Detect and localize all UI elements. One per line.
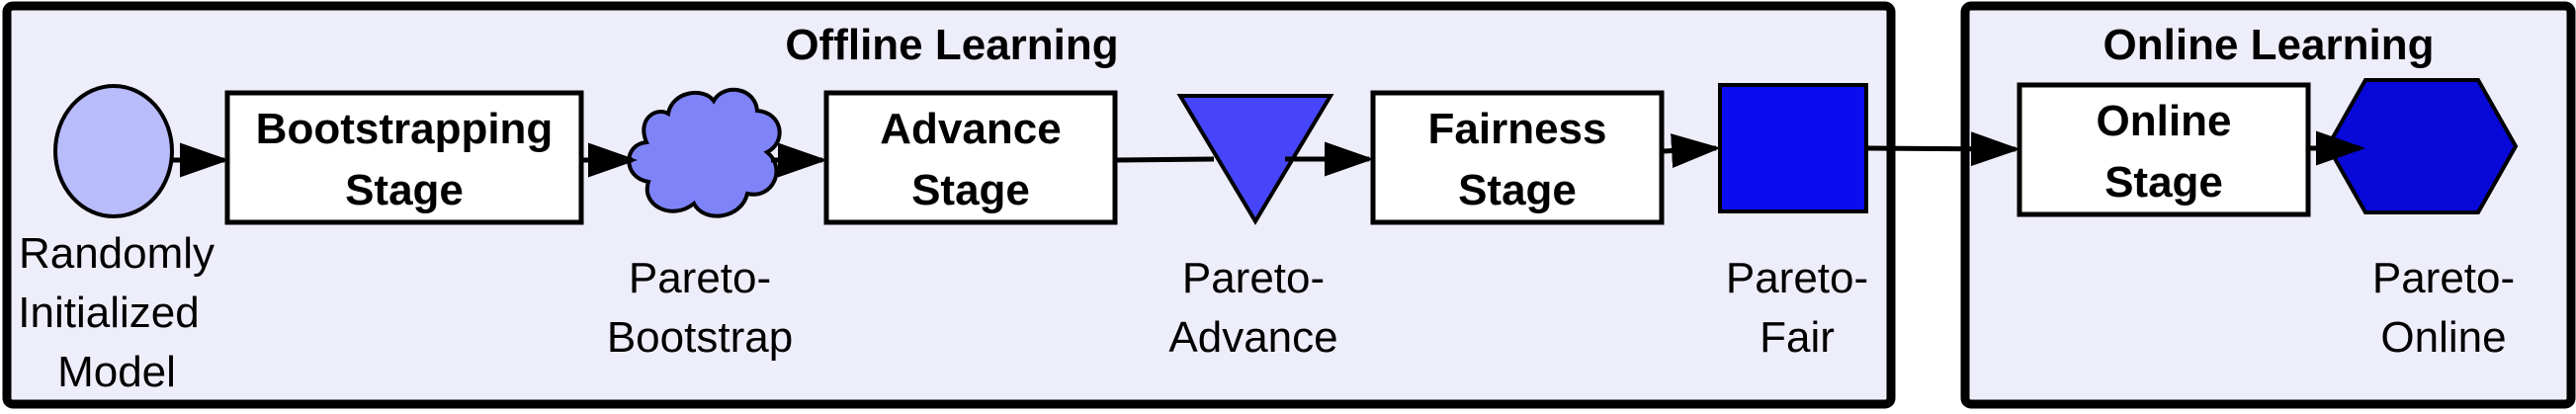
bootstrapping-stage-label-line2: Stage xyxy=(345,166,464,214)
bootstrap-model-caption-line2: Bootstrap xyxy=(607,313,793,362)
bootstrapping-stage-label-line1: Bootstrapping xyxy=(256,105,554,153)
arrow-advance-to-advance-model xyxy=(1116,156,1215,163)
online-learning-title: Online Learning xyxy=(2104,21,2435,69)
bootstrap-model-caption-line1: Pareto- xyxy=(629,254,771,302)
circle-icon xyxy=(53,84,174,218)
arrow-fairness-to-fair-model xyxy=(1663,133,1721,169)
arrow-fair-model-to-online-stage xyxy=(1867,131,2020,167)
initial-model-caption-line3: Model xyxy=(57,348,176,396)
initial-model-caption-line2: Initialized xyxy=(18,289,199,337)
fairness-stage-label-line1: Fairness xyxy=(1428,105,1607,153)
advance-stage-label-line2: Stage xyxy=(911,166,1030,214)
online-model-caption-line2: Online xyxy=(2380,313,2506,362)
bootstrapping-stage-box xyxy=(224,90,584,225)
offline-learning-title: Offline Learning xyxy=(785,21,1118,69)
fairness-stage-label-line2: Stage xyxy=(1458,166,1577,214)
fair-model-caption-line2: Fair xyxy=(1760,313,1835,362)
online-stage-label-line1: Online xyxy=(2097,97,2232,145)
online-model-caption-line1: Pareto- xyxy=(2372,254,2515,302)
online-stage-label-line2: Stage xyxy=(2104,158,2223,207)
advance-stage-label-line1: Advance xyxy=(880,105,1061,153)
fair-model-caption-line1: Pareto- xyxy=(1726,254,1868,302)
square-icon xyxy=(1718,83,1868,213)
advance-model-caption-line2: Advance xyxy=(1168,313,1337,362)
advance-model-caption-line1: Pareto- xyxy=(1182,254,1325,302)
initial-model-caption-line1: Randomly xyxy=(19,229,215,278)
fairness-stage-box xyxy=(1370,90,1665,225)
online-stage-box xyxy=(2017,82,2311,217)
